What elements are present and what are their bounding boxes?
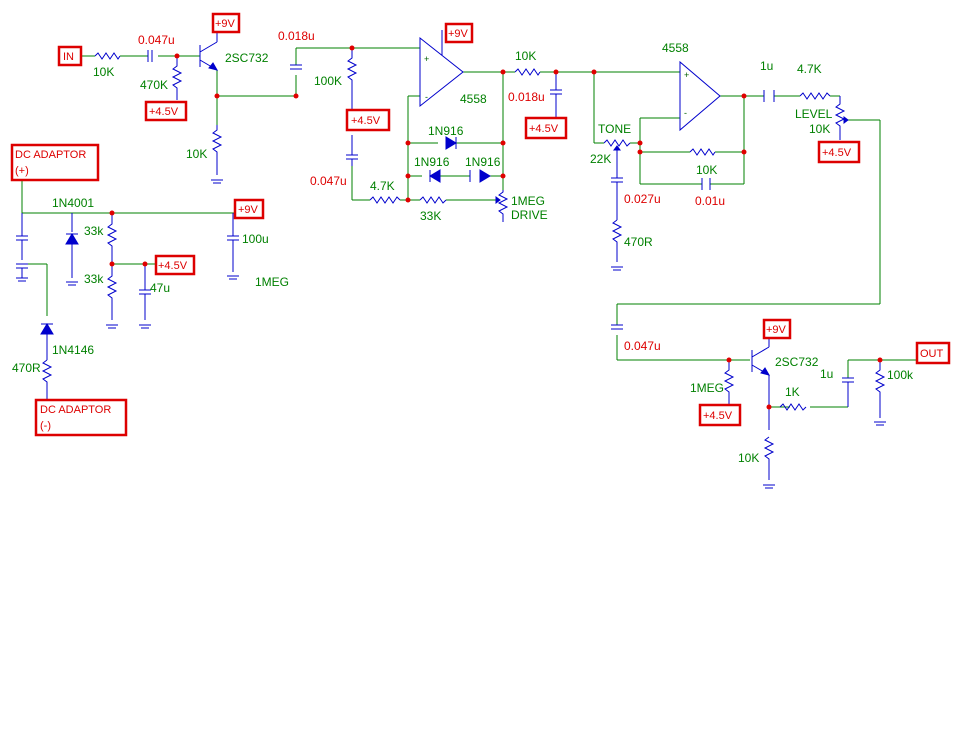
level-pot-value: 10K [809,122,830,136]
dc-plus-label-2: (+) [15,165,29,177]
d3-label: 1N916 [465,155,501,169]
r-100k-out-label: 100k [887,368,914,382]
r-emitter-label: 10K [186,147,207,161]
d-1n4146-label: 1N4146 [52,343,94,357]
r-1meg-psu-label: 1MEG [255,275,289,289]
v45-label-psu: +4.5V [158,260,188,272]
v9-label-psu: +9V [238,204,259,216]
power-rail-markers: IN +9V +4.5V +9V +4.5V +4.5V +4.5V DC AD… [10,12,951,437]
c-0018b-label: 0.018u [508,90,545,104]
op1-minus: - [425,92,428,102]
c-input-label: 0.047u [138,33,175,47]
r-10k-2-label: 10K [515,49,536,63]
in-label: IN [63,51,74,63]
r-470r-label: 470R [624,235,653,249]
dc-plus-label-1: DC ADAPTOR [15,149,86,161]
tone-label: TONE [598,122,631,136]
r-10k-q2-label: 10K [738,451,759,465]
c-0047-label: 0.047u [310,174,347,188]
components [15,30,887,489]
pot-drive-label: DRIVE [511,208,548,222]
op1-label: 4558 [460,92,487,106]
level-label: LEVEL [795,107,833,121]
dc-minus-label-1: DC ADAPTOR [40,404,111,416]
v45-label-q2: +4.5V [703,410,733,422]
r-470r-psu-label: 470R [12,361,41,375]
d1-label: 1N916 [428,124,464,138]
c-100u-label: 100u [242,232,269,246]
v45-label-q1: +4.5V [149,106,179,118]
c-coupling-label: 0.018u [278,29,315,43]
r-fb-label: 10K [696,163,717,177]
v45-label-cap: +4.5V [529,123,559,135]
junctions [109,45,883,410]
c-1u-label: 1u [760,59,773,73]
op2-minus: - [684,108,687,118]
d-1n4001-label: 1N4001 [52,196,94,210]
v9-label-q1: +9V [215,18,236,30]
v9-label-q2: +9V [766,324,787,336]
op2-label: 4558 [662,41,689,55]
c-001-label: 0.01u [695,194,725,208]
out-label: OUT [920,348,944,360]
v45-label-bias: +4.5V [351,115,381,127]
r-1k-label: 1K [785,385,800,399]
r-4k7-label: 4.7K [370,179,395,193]
r-input-label: 10K [93,65,114,79]
op1-plus: + [424,54,429,64]
r-bias-label: 470K [140,78,168,92]
q1-label: 2SC732 [225,51,269,65]
component-labels: 0.047u 10K 470K 2SC732 10K 0.018u 100K 0… [12,29,914,465]
v9-label-op1: +9V [448,28,469,40]
d2-label: 1N916 [414,155,450,169]
r-100k-label: 100K [314,74,342,88]
v45-label-level: +4.5V [822,147,852,159]
r-1meg-label: 1MEG [690,381,724,395]
c-47u-label: 47u [150,281,170,295]
tone-pot-value: 22K [590,152,611,166]
pot-drive-value: 1MEG [511,194,545,208]
c-0047b-label: 0.047u [624,339,661,353]
dc-minus-label-2: (-) [40,420,51,432]
r-4k7-out-label: 4.7K [797,62,822,76]
r-33k-top-label: 33k [84,224,104,238]
q2-label: 2SC732 [775,355,819,369]
op2-plus: + [684,70,689,80]
c-1u-out-label: 1u [820,367,833,381]
c-0027-label: 0.027u [624,192,661,206]
r-33k-label: 33K [420,209,441,223]
r-33k-bot-label: 33k [84,272,104,286]
